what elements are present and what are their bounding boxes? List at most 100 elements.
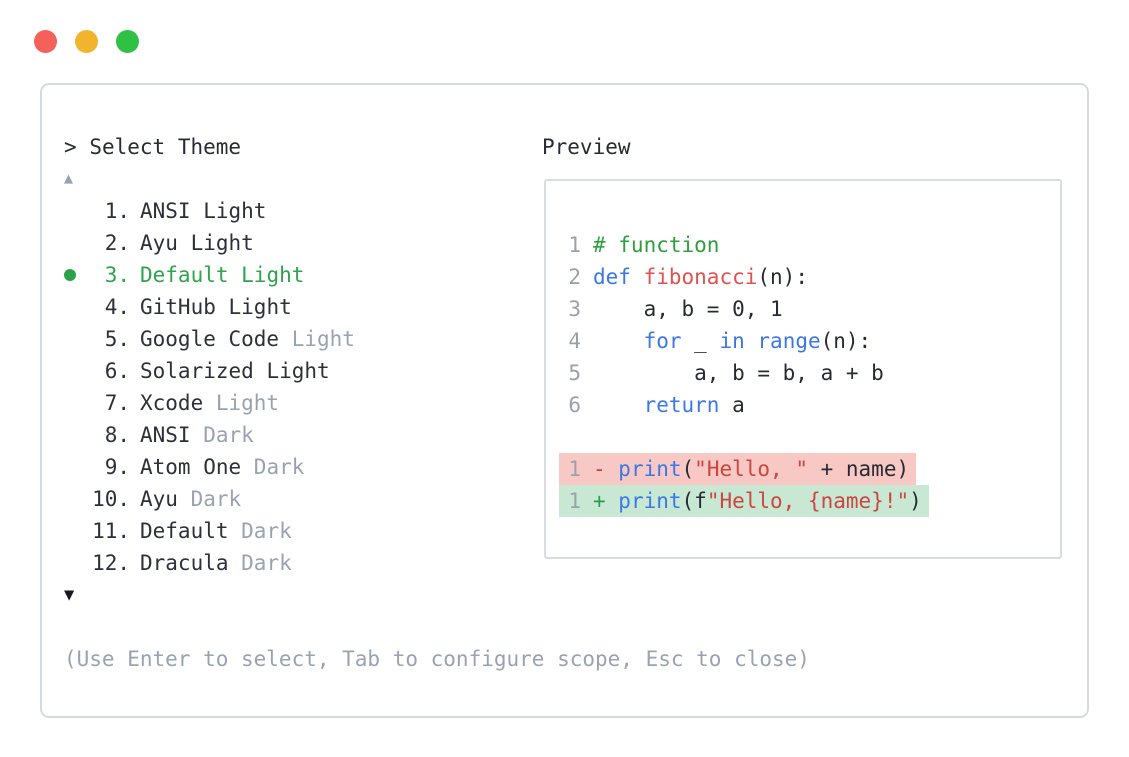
line-number: 6 <box>568 393 581 417</box>
theme-number: 11. <box>92 519 130 543</box>
preview-box: 1# function 2 def fibonacci(n): 3 a, b = 0,… <box>544 179 1062 559</box>
theme-list-column: > Select Theme ▲ 1.ANSI Light 2. Ayu Light… <box>64 131 810 675</box>
theme-item-dracula-dark[interactable]: 12. Dracula Dark <box>64 547 524 579</box>
token-kw: range <box>757 329 821 353</box>
theme-selector-panel: > Select Theme ▲ 1.ANSI Light 2. Ayu Light… <box>40 83 1089 718</box>
help-text: (Use Enter to select, Tab to configure s… <box>64 647 810 671</box>
theme-variant: Light <box>228 295 292 319</box>
theme-item-ansi-dark[interactable]: 8.ANSI Dark <box>64 419 524 451</box>
theme-number: 3. <box>104 263 130 287</box>
theme-number: 8. <box>104 423 130 447</box>
line-number: 4 <box>568 329 581 353</box>
token-kw: in <box>719 329 745 353</box>
code-line-1: 1# function <box>567 229 1052 261</box>
scroll-down-icon[interactable]: ▼ <box>64 585 75 605</box>
theme-number: 7. <box>104 391 130 415</box>
code-line-2: 2 def fibonacci(n): <box>567 261 1052 293</box>
code-line-5: 5 a, b = b, a + b <box>567 357 1052 389</box>
token-fn: fibonacci <box>643 265 758 289</box>
theme-item-ansi-light[interactable]: 1.ANSI Light <box>64 195 524 227</box>
theme-name: Dracula Dark <box>140 551 292 575</box>
selected-bullet-cell <box>64 355 84 387</box>
token-plain <box>593 329 644 353</box>
theme-item-ayu-dark[interactable]: 10.Ayu Dark <box>64 483 524 515</box>
selected-bullet-cell <box>64 195 84 227</box>
window-controls <box>34 30 139 53</box>
theme-variant: Light <box>215 391 280 415</box>
theme-name: Google Code Light <box>140 327 355 351</box>
diff-lines: 1- print("Hello, " + name)1+ print(f"Hel… <box>559 453 1052 517</box>
theme-item-default-light[interactable]: 3. Default Light <box>64 259 524 291</box>
code-line-3: 3 a, b = 0, 1 <box>567 293 1052 325</box>
theme-variant: Light <box>291 327 355 351</box>
code-line-4: 4 for _ in range(n): <box>567 325 1052 357</box>
theme-item-google-code-light[interactable]: 5. Google Code Light <box>64 323 524 355</box>
theme-name: Ayu Light <box>140 231 254 255</box>
theme-variant: Light <box>241 263 305 287</box>
token-plain: a <box>719 393 745 417</box>
diff-line-del: 1- print("Hello, " + name) <box>559 453 1052 485</box>
scroll-up-icon[interactable]: ▲ <box>64 169 74 187</box>
selected-bullet-cell <box>64 547 84 579</box>
theme-name: Xcode Light <box>140 391 280 415</box>
token-plain <box>593 393 644 417</box>
theme-item-ayu-light[interactable]: 2. Ayu Light <box>64 227 524 259</box>
maximize-button[interactable] <box>116 30 139 53</box>
token-kw: return <box>643 393 720 417</box>
token-plain: (n): <box>757 265 808 289</box>
code-block: 1# function 2 def fibonacci(n): 3 a, b = 0,… <box>559 229 1052 517</box>
diff-highlight-add: 1+ print(f"Hello, {name}!") <box>559 485 929 517</box>
token-kw: def <box>593 265 631 289</box>
theme-variant: Dark <box>241 551 292 575</box>
theme-number: 2. <box>104 231 130 255</box>
code-lines: 1# function 2 def fibonacci(n): 3 a, b = 0,… <box>567 229 1052 421</box>
token-kw: print <box>618 457 682 481</box>
theme-number: 6. <box>104 359 130 383</box>
theme-number: 5. <box>104 327 130 351</box>
selected-bullet-cell <box>64 323 84 355</box>
prompt-title: Select Theme <box>89 135 242 159</box>
theme-number: 4. <box>104 295 130 319</box>
selected-bullet-cell <box>64 291 84 323</box>
theme-name: Default Dark <box>140 519 292 543</box>
line-number: 2 <box>568 265 581 289</box>
line-number: 1 <box>568 489 581 513</box>
selected-bullet-cell <box>64 483 84 515</box>
diff-highlight-del: 1- print("Hello, " + name) <box>559 453 917 485</box>
close-button[interactable] <box>34 30 57 53</box>
theme-name: Default Light <box>140 263 305 287</box>
diff-line-add: 1+ print(f"Hello, {name}!") <box>559 485 1052 517</box>
prompt-chevron: > <box>64 135 77 159</box>
selected-bullet-cell <box>64 451 84 483</box>
theme-item-atom-one-dark[interactable]: 9.Atom One Dark <box>64 451 524 483</box>
theme-name: Solarized Light <box>140 359 330 383</box>
theme-item-xcode-light[interactable]: 7. Xcode Light <box>64 387 524 419</box>
token-kw: print <box>618 489 682 513</box>
theme-item-default-dark[interactable]: 11. Default Dark <box>64 515 524 547</box>
code-line-6: 6 return a <box>567 389 1052 421</box>
preview-label: Preview <box>542 135 631 159</box>
theme-number: 12. <box>92 551 130 575</box>
token-plain: a, b = b, a + b <box>593 361 884 385</box>
line-number: 5 <box>568 361 581 385</box>
theme-name: GitHub Light <box>140 295 292 319</box>
token-plain: a, b = 0, 1 <box>593 297 783 321</box>
theme-name: Atom One Dark <box>140 455 305 479</box>
selected-bullet-cell <box>64 515 84 547</box>
token-plain <box>631 265 644 289</box>
token-plain: ) <box>909 489 922 513</box>
selected-bullet-cell <box>64 259 84 291</box>
theme-item-github-light[interactable]: 4. GitHub Light <box>64 291 524 323</box>
theme-item-solarized-light[interactable]: 6. Solarized Light <box>64 355 524 387</box>
theme-name: ANSI Light <box>140 199 267 223</box>
minimize-button[interactable] <box>75 30 98 53</box>
token-str: "Hello, {name}!" <box>706 489 910 513</box>
code-blank-line <box>567 421 1052 453</box>
theme-variant: Dark <box>203 423 254 447</box>
theme-variant: Light <box>203 199 267 223</box>
diff-sign-add: + <box>593 489 619 513</box>
token-str: "Hello, " <box>694 457 808 481</box>
theme-variant: Dark <box>190 487 242 511</box>
token-plain: ( <box>681 457 695 481</box>
theme-variant: Light <box>190 231 254 255</box>
